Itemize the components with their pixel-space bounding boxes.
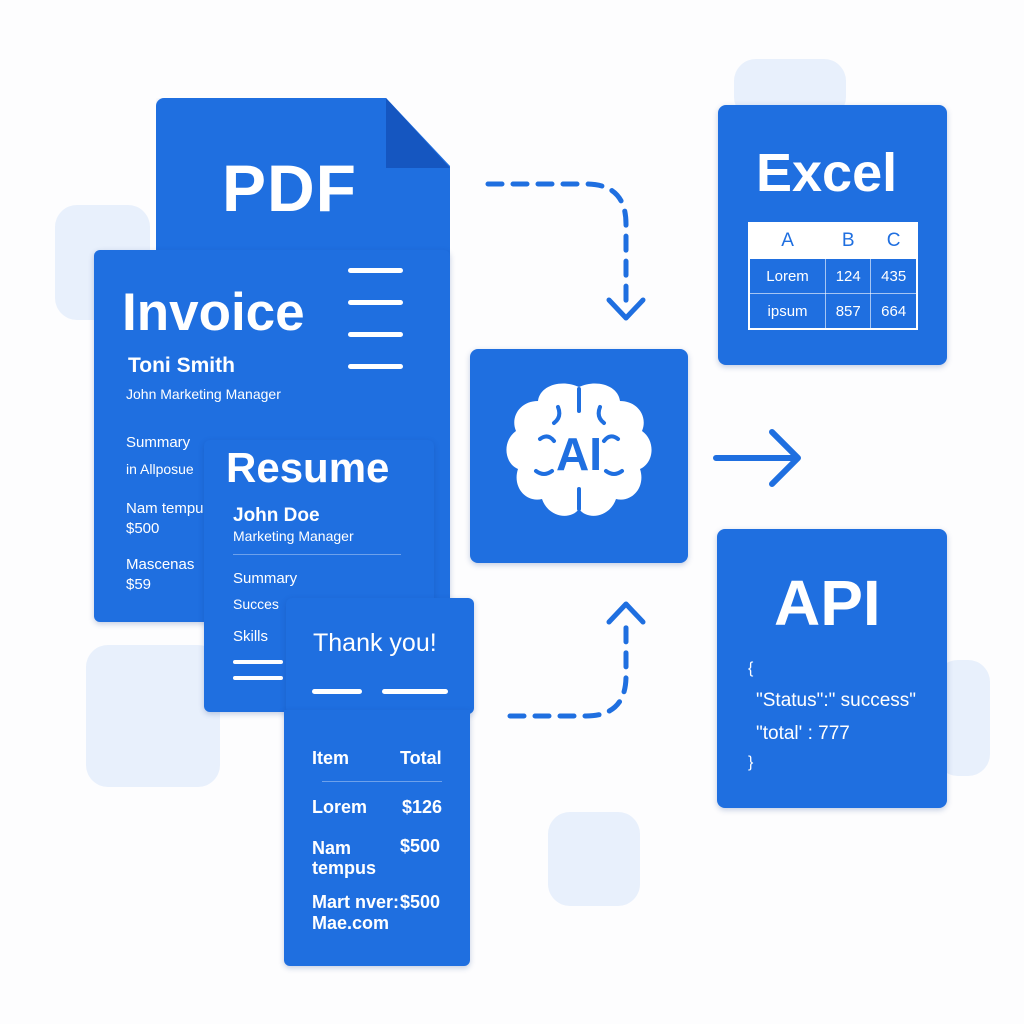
resume-skill-line (233, 676, 283, 680)
receipt-header-item: Item (312, 748, 350, 768)
invoice-item-amount: $500 (126, 520, 160, 537)
invoice-line (348, 364, 403, 369)
brain-icon (506, 383, 652, 516)
invoice-summary-label: Summary (126, 434, 191, 451)
resume-title: Resume (226, 444, 390, 491)
solid-arrow-ai-to-outputs (713, 429, 801, 487)
dashed-arrow-receipt-to-ai (507, 617, 629, 719)
api-code-line: { (748, 660, 754, 677)
invoice-title: Invoice (122, 283, 305, 342)
thank-you-line (382, 689, 448, 694)
thank-you-card (286, 598, 474, 714)
excel-table: A B C Lorem 124 435 ipsum 857 664 (748, 222, 918, 330)
excel-cell: 435 (870, 258, 918, 294)
invoice-item-amount: $59 (126, 576, 152, 593)
invoice-summary-text: in Allposue (126, 461, 194, 477)
excel-cell: 124 (825, 258, 872, 294)
excel-cell: 664 (870, 293, 918, 330)
api-code-line: } (748, 754, 754, 771)
invoice-name: Toni Smith (128, 354, 235, 377)
ai-label: AI (556, 428, 602, 480)
invoice-item-label: Mascenas (126, 556, 195, 573)
receipt-row-total: $500 (400, 892, 441, 912)
arrowhead-down (606, 297, 646, 321)
receipt-header-total: Total (400, 748, 442, 768)
arrowhead-up (606, 601, 646, 625)
pdf-title: PDF (222, 151, 357, 225)
receipt-row-item: Lorem (312, 797, 368, 817)
resume-role: Marketing Manager (233, 528, 354, 544)
excel-row: ipsum 857 664 (748, 293, 918, 330)
excel-header-row: A B C (748, 222, 918, 259)
api-output-card (717, 529, 947, 808)
invoice-role: John Marketing Manager (126, 386, 281, 402)
excel-cell: ipsum (748, 293, 827, 330)
receipt-row-item: Mart nver: (312, 892, 400, 912)
invoice-item-label: Nam tempu (126, 500, 204, 517)
resume-skill-line (233, 660, 283, 664)
thank-you-line (312, 689, 362, 694)
resume-divider (233, 554, 401, 555)
resume-skills-label: Skills (233, 628, 269, 645)
resume-summary-label: Summary (233, 570, 298, 587)
resume-summary-text: Succes (233, 596, 279, 612)
thank-you-title: Thank you! (313, 629, 437, 657)
invoice-line (348, 268, 403, 273)
api-title: API (774, 567, 881, 639)
invoice-line (348, 300, 403, 305)
excel-column-header: B (825, 222, 872, 259)
excel-column-header: A (748, 222, 827, 259)
receipt-divider (322, 781, 442, 782)
api-code-line: "total' : 777 (756, 723, 850, 744)
background-square (86, 645, 220, 787)
excel-title: Excel (756, 143, 898, 203)
receipt-row-item: Nam (312, 838, 352, 858)
api-code-line: "Status":" success" (756, 690, 917, 711)
ai-processor-card: AI (470, 349, 688, 563)
excel-cell: Lorem (748, 258, 827, 294)
receipt-row-total: $126 (402, 797, 443, 817)
background-square (548, 812, 640, 906)
excel-column-header: C (870, 222, 918, 259)
excel-cell: 857 (825, 293, 872, 330)
resume-name: John Doe (233, 505, 320, 526)
receipt-row-total: $500 (400, 836, 441, 856)
receipt-row-item-continued: tempus (312, 858, 377, 878)
excel-row: Lorem 124 435 (748, 258, 918, 294)
receipt-card (284, 710, 470, 966)
receipt-row-item-continued: Mae.com (312, 913, 390, 933)
invoice-line (348, 332, 403, 337)
dashed-arrow-pdf-to-ai (485, 181, 629, 311)
